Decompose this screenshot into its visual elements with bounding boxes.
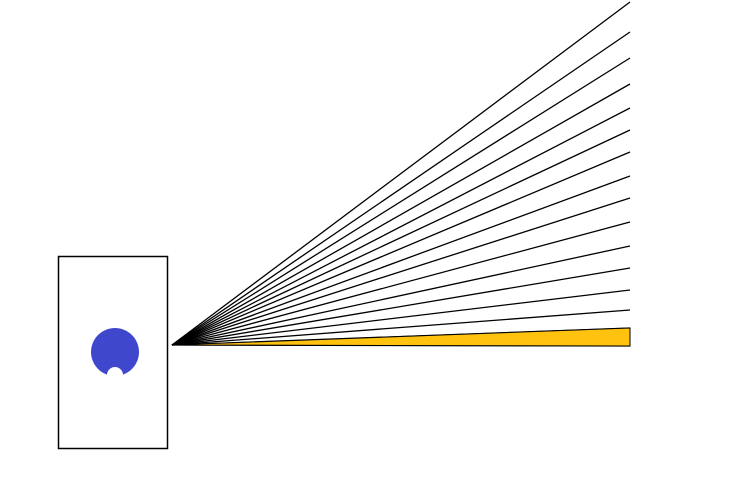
ray-line: [171, 245, 631, 346]
ball[interactable]: [91, 328, 139, 376]
ray-line: [171, 151, 631, 346]
highlighted-ray: [171, 327, 631, 347]
ball-notch: [107, 367, 123, 383]
ray-line: [171, 31, 631, 346]
ray-line: [171, 107, 631, 346]
ray-line: [171, 267, 631, 346]
ray-line: [171, 221, 631, 346]
ball-icon[interactable]: [91, 328, 139, 383]
ray-line: [171, 175, 631, 346]
ray-line: [171, 129, 631, 346]
ray-line: [171, 57, 631, 346]
ray-line: [171, 83, 631, 346]
ray-line: [171, 289, 631, 346]
ray-line: [171, 1, 631, 346]
ray-line: [171, 309, 631, 346]
ray-line: [171, 197, 631, 346]
ray-fan: [171, 1, 631, 347]
